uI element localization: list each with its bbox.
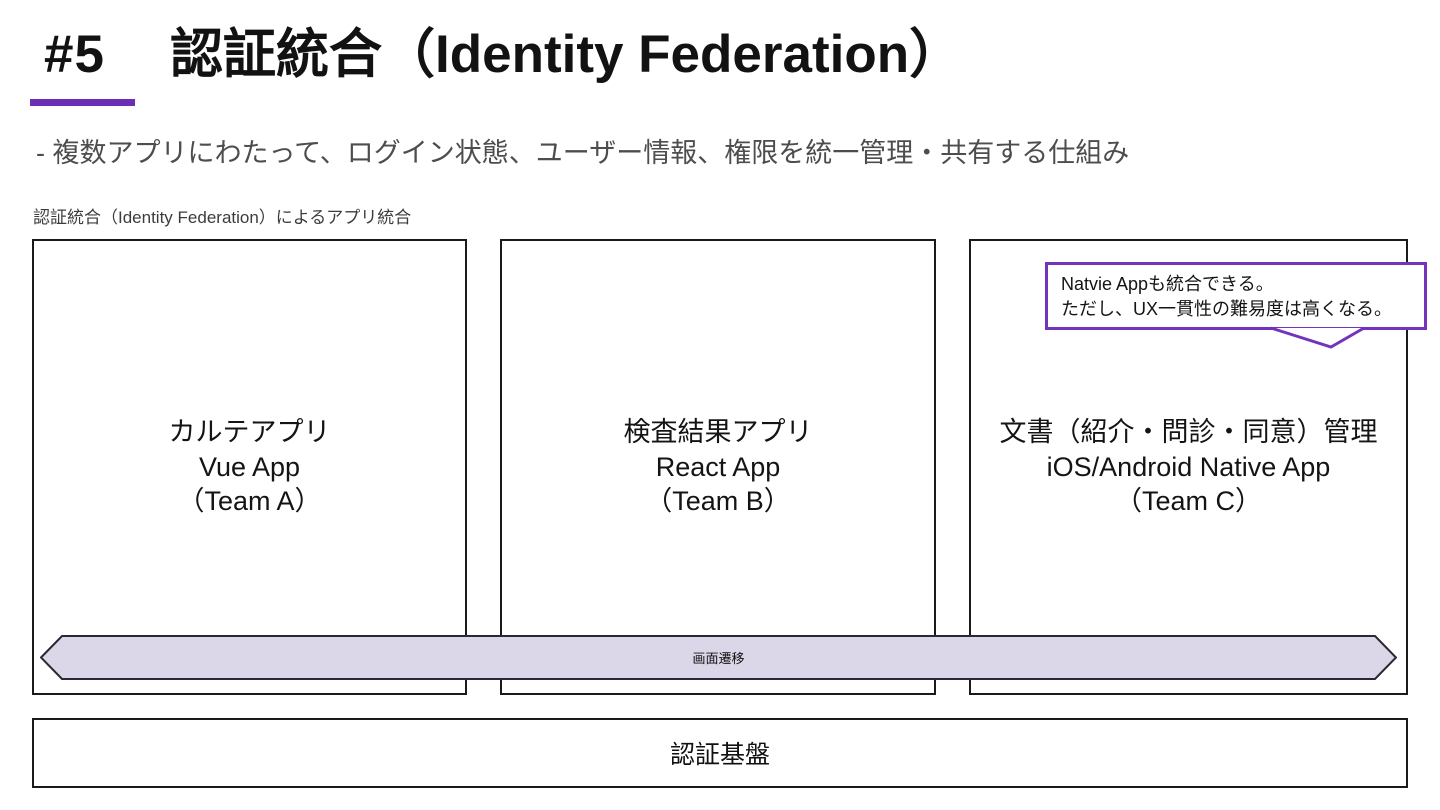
app-name: 文書（紹介・問診・同意）管理 [999,417,1378,448]
diagram-caption: 認証統合（Identity Federation）によるアプリ統合 [33,208,412,227]
auth-platform-label: 認証基盤 [669,741,770,769]
app-team: （Team A） [177,486,322,517]
app-box-vue-team-a: カルテアプリ Vue App （Team A） [32,239,467,695]
page-subtitle: - 複数アプリにわたって、ログイン状態、ユーザー情報、権限を統一管理・共有する仕… [36,138,1130,168]
slide-number-underline [30,99,135,106]
app-name: 検査結果アプリ [623,417,813,448]
callout-line-2: ただし、UX一貫性の難易度は高くなる。 [1061,298,1393,319]
app-name: カルテアプリ [168,417,331,448]
app-box-text: 文書（紹介・問診・同意）管理 iOS/Android Native App （T… [1000,415,1378,519]
double-arrow-shape [40,635,1397,680]
app-team: （Team C） [1114,486,1263,517]
app-team: （Team B） [645,486,791,517]
slide-number: #5 [44,25,105,84]
callout-line-1: Natvie Appも統合できる。 [1061,274,1274,294]
app-box-text: 検査結果アプリ React App （Team B） [624,415,813,519]
app-tech: iOS/Android Native App [1046,451,1331,482]
auth-platform-box: 認証基盤 [32,718,1408,788]
double-arrow-polygon [40,635,1397,680]
app-tech: React App [655,451,781,482]
callout-native-app: Natvie Appも統合できる。 ただし、UX一貫性の難易度は高くなる。 [1045,262,1427,330]
app-box-text: カルテアプリ Vue App （Team A） [169,415,331,519]
callout-tail-shape [1270,326,1365,349]
screen-transition-arrow: 画面遷移 [40,635,1397,680]
app-box-react-team-b: 検査結果アプリ React App （Team B） [500,239,936,695]
screen-transition-label: 画面遷移 [692,651,745,666]
page-title: 認証統合（Identity Federation） [170,25,963,84]
callout-tail [1270,326,1365,349]
app-tech: Vue App [198,451,301,482]
